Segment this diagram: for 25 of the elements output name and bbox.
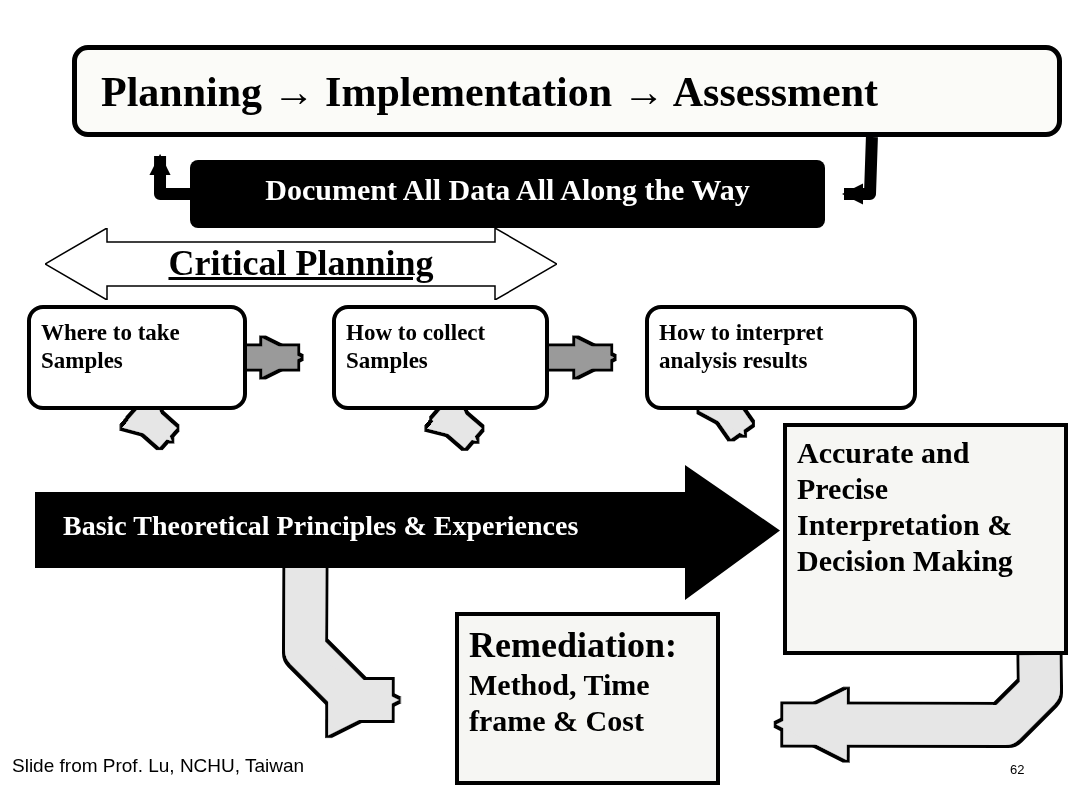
step-box — [332, 305, 549, 410]
node-text: Critical Planning — [168, 242, 434, 284]
result-box — [783, 423, 1068, 655]
step-box — [645, 305, 917, 410]
node-text: Accurate and Precise Interpretation & Decision Making — [797, 435, 1014, 579]
node-body-text: Method, Time frame & Cost — [469, 667, 651, 740]
node-text: Basic Theoretical Principles & Experiences — [63, 510, 579, 542]
arrow — [549, 338, 614, 377]
node-text: Remediation: — [469, 624, 677, 667]
node-text: How to interpret analysis results — [659, 319, 825, 375]
double-arrow-banner — [45, 228, 557, 300]
arrow — [149, 153, 190, 200]
node-text: Where to take Samples — [41, 319, 181, 375]
note-bar — [190, 160, 825, 228]
block-arrow — [35, 465, 780, 600]
source-note: Slide from Prof. Lu, NCHU, Taiwan — [12, 755, 305, 777]
arrow — [841, 136, 878, 205]
page-number: 62 — [1010, 762, 1025, 777]
node-text: Document All Data All Along the Way — [265, 173, 750, 207]
node-text: Planning → Implementation → Assessment — [101, 68, 879, 116]
step-box — [27, 305, 247, 410]
process-banner — [72, 45, 1062, 137]
arrow — [247, 338, 301, 377]
outcome-box — [455, 612, 720, 785]
node-text: How to collect Samples — [346, 319, 487, 375]
